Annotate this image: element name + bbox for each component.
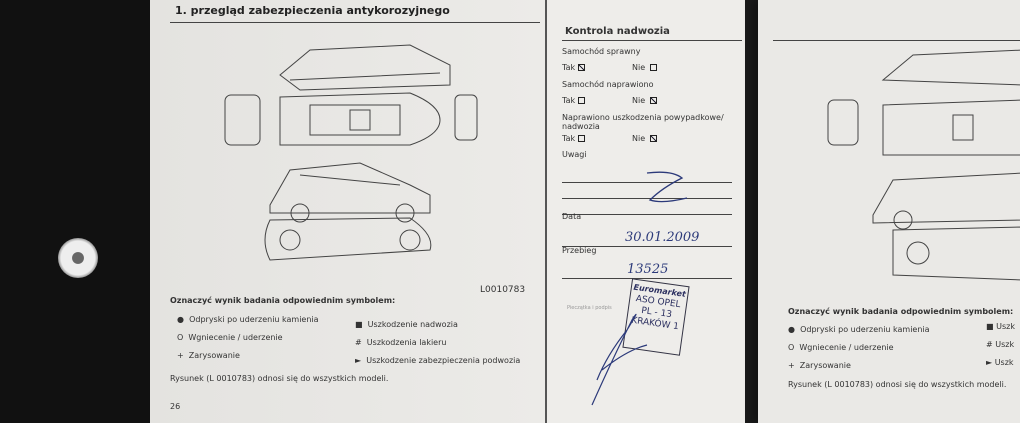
remarks-line — [562, 198, 732, 199]
legend-item: ► Uszkodzenie zabezpieczenia podwozia — [355, 356, 521, 365]
q1-label: Samochód sprawny — [562, 47, 641, 56]
divider — [170, 22, 540, 23]
left-page: 1. przegląd zabezpieczenia antykorozyjne… — [150, 0, 545, 423]
divider — [562, 246, 732, 247]
q2-label: Samochód naprawiono — [562, 80, 654, 89]
divider — [562, 214, 732, 215]
legend-item: O Wgniecenie / uderzenie — [788, 343, 894, 352]
checkbox[interactable] — [577, 135, 585, 142]
q3-yes: Tak — [562, 134, 585, 143]
divider — [773, 40, 1020, 41]
page-number: 26 — [170, 402, 181, 411]
note: Rysunek (L 0010783) odnosi się do wszyst… — [788, 380, 1007, 389]
checkbox[interactable] — [577, 97, 585, 104]
divider — [562, 40, 742, 41]
page-title: 1. przegląd zabezpieczenia antykorozyjne… — [175, 4, 450, 17]
q1-yes: Tak — [562, 63, 585, 72]
q2-yes: Tak — [562, 96, 585, 105]
inspection-form: Kontrola nadwozia Samochód sprawny Tak N… — [545, 0, 745, 423]
stamp-caption: Pieczątka i podpis — [567, 305, 612, 311]
note: Rysunek (L 0010783) odnosi się do wszyst… — [170, 374, 389, 383]
mileage-value: 13525 — [627, 262, 669, 277]
checkbox-checked[interactable] — [577, 64, 585, 71]
divider — [562, 278, 732, 279]
legend-item: # Uszkodzenia lakieru — [355, 338, 447, 347]
mileage-label: Przebieg — [562, 246, 597, 255]
checkbox-checked[interactable] — [650, 97, 658, 104]
drawing-code: L0010783 — [480, 285, 526, 295]
date-value: 30.01.2009 — [625, 230, 700, 245]
legend-item: ● Odpryski po uderzeniu kamienia — [177, 315, 319, 324]
background — [0, 0, 150, 423]
q3-label: Naprawiono uszkodzenia powypadkowe/ nadw… — [562, 113, 724, 131]
legend-item: ● Odpryski po uderzeniu kamienia — [788, 325, 930, 334]
metal-button — [58, 238, 98, 278]
legend-heading: Oznaczyć wynik badania odpowiednim symbo… — [788, 307, 1014, 316]
right-page: Oznaczyć wynik badania odpowiednim symbo… — [758, 0, 1020, 423]
legend-item: + Zarysowanie — [788, 361, 851, 370]
car-diagram — [827, 49, 1020, 281]
remarks-strike-mark — [646, 171, 688, 203]
legend-item: ■ Uszk — [986, 322, 1015, 331]
q3-no: Nie — [632, 134, 658, 143]
legend-item: # Uszk — [986, 340, 1015, 349]
checkbox[interactable] — [650, 64, 658, 71]
legend-item: ► Uszk — [986, 358, 1014, 367]
remarks-label: Uwagi — [562, 150, 587, 159]
remarks-line — [562, 182, 732, 183]
q1-no: Nie — [632, 63, 658, 72]
legend-item: + Zarysowanie — [177, 351, 240, 360]
car-diagram — [224, 44, 478, 261]
form-heading: Kontrola nadwozia — [565, 26, 670, 37]
legend-heading: Oznaczyć wynik badania odpowiednim symbo… — [170, 296, 396, 305]
checkbox-checked[interactable] — [650, 135, 658, 142]
q2-no: Nie — [632, 96, 658, 105]
signature — [591, 313, 648, 406]
date-label: Data — [562, 212, 582, 221]
legend-item: ■ Uszkodzenie nadwozia — [355, 320, 458, 329]
legend-item: O Wgniecenie / uderzenie — [177, 333, 283, 342]
